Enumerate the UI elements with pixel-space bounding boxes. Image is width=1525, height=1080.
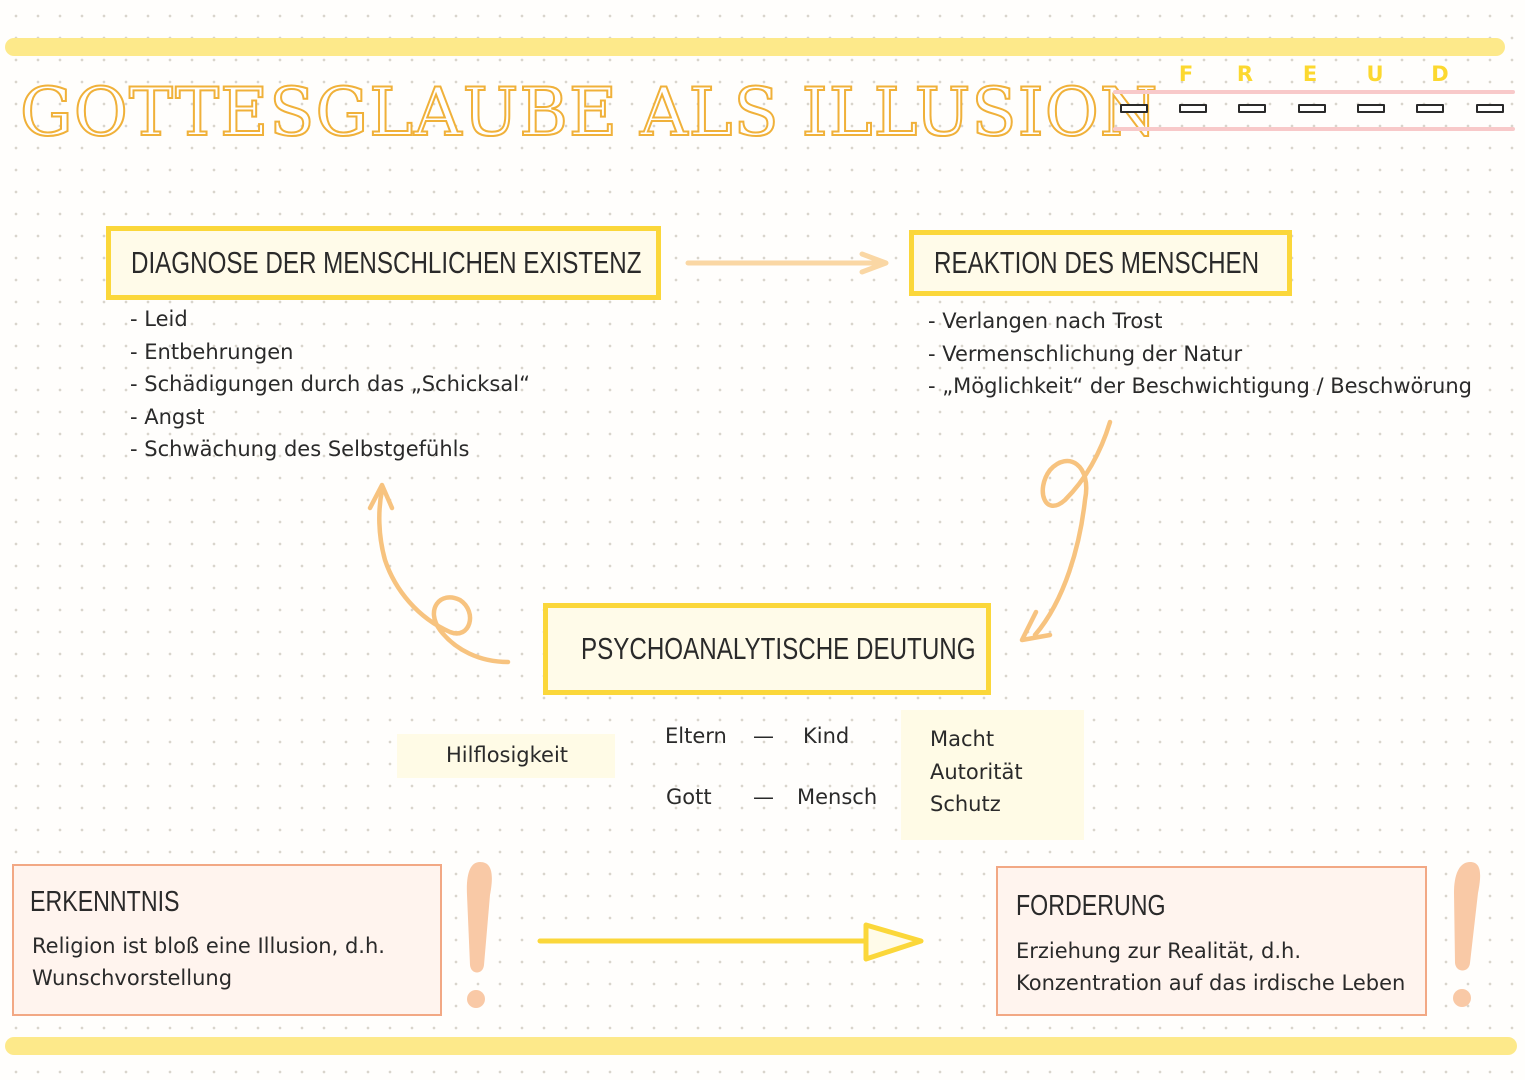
freud-dash — [1357, 104, 1385, 113]
freud-letter-f: F — [1178, 62, 1194, 86]
kind-label: Kind — [803, 724, 850, 748]
attributes-list: Macht Autorität Schutz — [930, 723, 1023, 821]
hilflosigkeit-highlight — [397, 734, 615, 778]
relation-dash: — — [753, 785, 774, 809]
reaktion-heading: REAKTION DES MENSCHEN — [934, 245, 1260, 280]
bottom-band — [5, 1037, 1517, 1055]
list-item: - Schädigungen durch das „Schicksal“ — [130, 372, 530, 396]
freud-letter-u: U — [1366, 62, 1384, 86]
gott-label: Gott — [666, 785, 712, 809]
freud-stripe-top — [1113, 90, 1515, 94]
freud-dash — [1476, 104, 1504, 113]
list-item: - Verlangen nach Trost — [928, 309, 1163, 333]
freud-dash — [1120, 104, 1148, 113]
attributes-highlight — [901, 710, 1084, 840]
reaktion-heading-box: REAKTION DES MENSCHEN — [909, 230, 1292, 296]
relation-dash: — — [753, 724, 774, 748]
freud-dash — [1238, 104, 1266, 113]
diagnose-list: - Leid - Entbehrungen - Schädigungen dur… — [130, 303, 530, 466]
swirl-arrow-reaktion-to-deutung — [1019, 419, 1113, 643]
list-item: - Entbehrungen — [130, 339, 294, 364]
freud-dash — [1298, 104, 1326, 113]
reaktion-list: - Verlangen nach Trost - Vermenschlichun… — [928, 305, 1472, 403]
page-title: GOTTESGLAUBE ALS ILLUSION — [19, 73, 1159, 152]
diagnose-heading-box: DIAGNOSE DER MENSCHLICHEN EXISTENZ — [106, 226, 661, 300]
erkenntnis-box: ERKENNTNIS Religion ist bloß eine Illusi… — [12, 864, 442, 1016]
forderung-box: FORDERUNG Erziehung zur Realität, d.h. K… — [996, 866, 1427, 1016]
arrow-erkenntnis-to-forderung — [537, 922, 924, 962]
top-band — [5, 38, 1505, 56]
swirl-arrow-deutung-to-diagnose — [367, 482, 511, 665]
forderung-heading: FORDERUNG — [1016, 890, 1166, 922]
freud-dash — [1179, 104, 1207, 113]
mensch-label: Mensch — [797, 785, 878, 809]
erkenntnis-line-2: Wunschvorstellung — [32, 966, 233, 990]
forderung-line-1: Erziehung zur Realität, d.h. — [1016, 939, 1302, 963]
list-item: - Angst — [130, 404, 205, 429]
deutung-heading: PSYCHOANALYTISCHE DEUTUNG — [581, 631, 976, 666]
list-item: Schutz — [930, 792, 1001, 816]
freud-stripe-bottom — [1113, 127, 1515, 131]
list-item: - Schwächung des Selbstgefühls — [130, 437, 470, 461]
list-item: - „Möglichkeit“ der Beschwichtigung / Be… — [928, 374, 1472, 398]
diagnose-heading: DIAGNOSE DER MENSCHLICHEN EXISTENZ — [131, 245, 642, 280]
list-item: Macht — [930, 727, 995, 751]
exclamation-icon-right — [1453, 862, 1481, 1007]
arrow-diagnose-to-reaktion — [685, 251, 889, 275]
erkenntnis-heading: ERKENNTNIS — [30, 886, 180, 918]
forderung-line-2: Konzentration auf das irdische Leben — [1016, 971, 1406, 995]
list-item: Autorität — [930, 759, 1023, 784]
freud-letter-r: R — [1236, 62, 1254, 86]
freud-dash — [1416, 104, 1444, 113]
freud-letter-d: D — [1431, 62, 1449, 86]
deutung-heading-box: PSYCHOANALYTISCHE DEUTUNG — [543, 603, 991, 695]
exclamation-icon-left — [466, 862, 492, 1008]
freud-letter-e: E — [1302, 62, 1318, 86]
list-item: - Vermenschlichung der Natur — [928, 341, 1243, 366]
erkenntnis-line-1: Religion ist bloß eine Illusion, d.h. — [32, 934, 385, 958]
list-item: - Leid — [130, 307, 188, 331]
hilflosigkeit-label: Hilflosigkeit — [446, 743, 569, 767]
eltern-label: Eltern — [665, 724, 727, 748]
